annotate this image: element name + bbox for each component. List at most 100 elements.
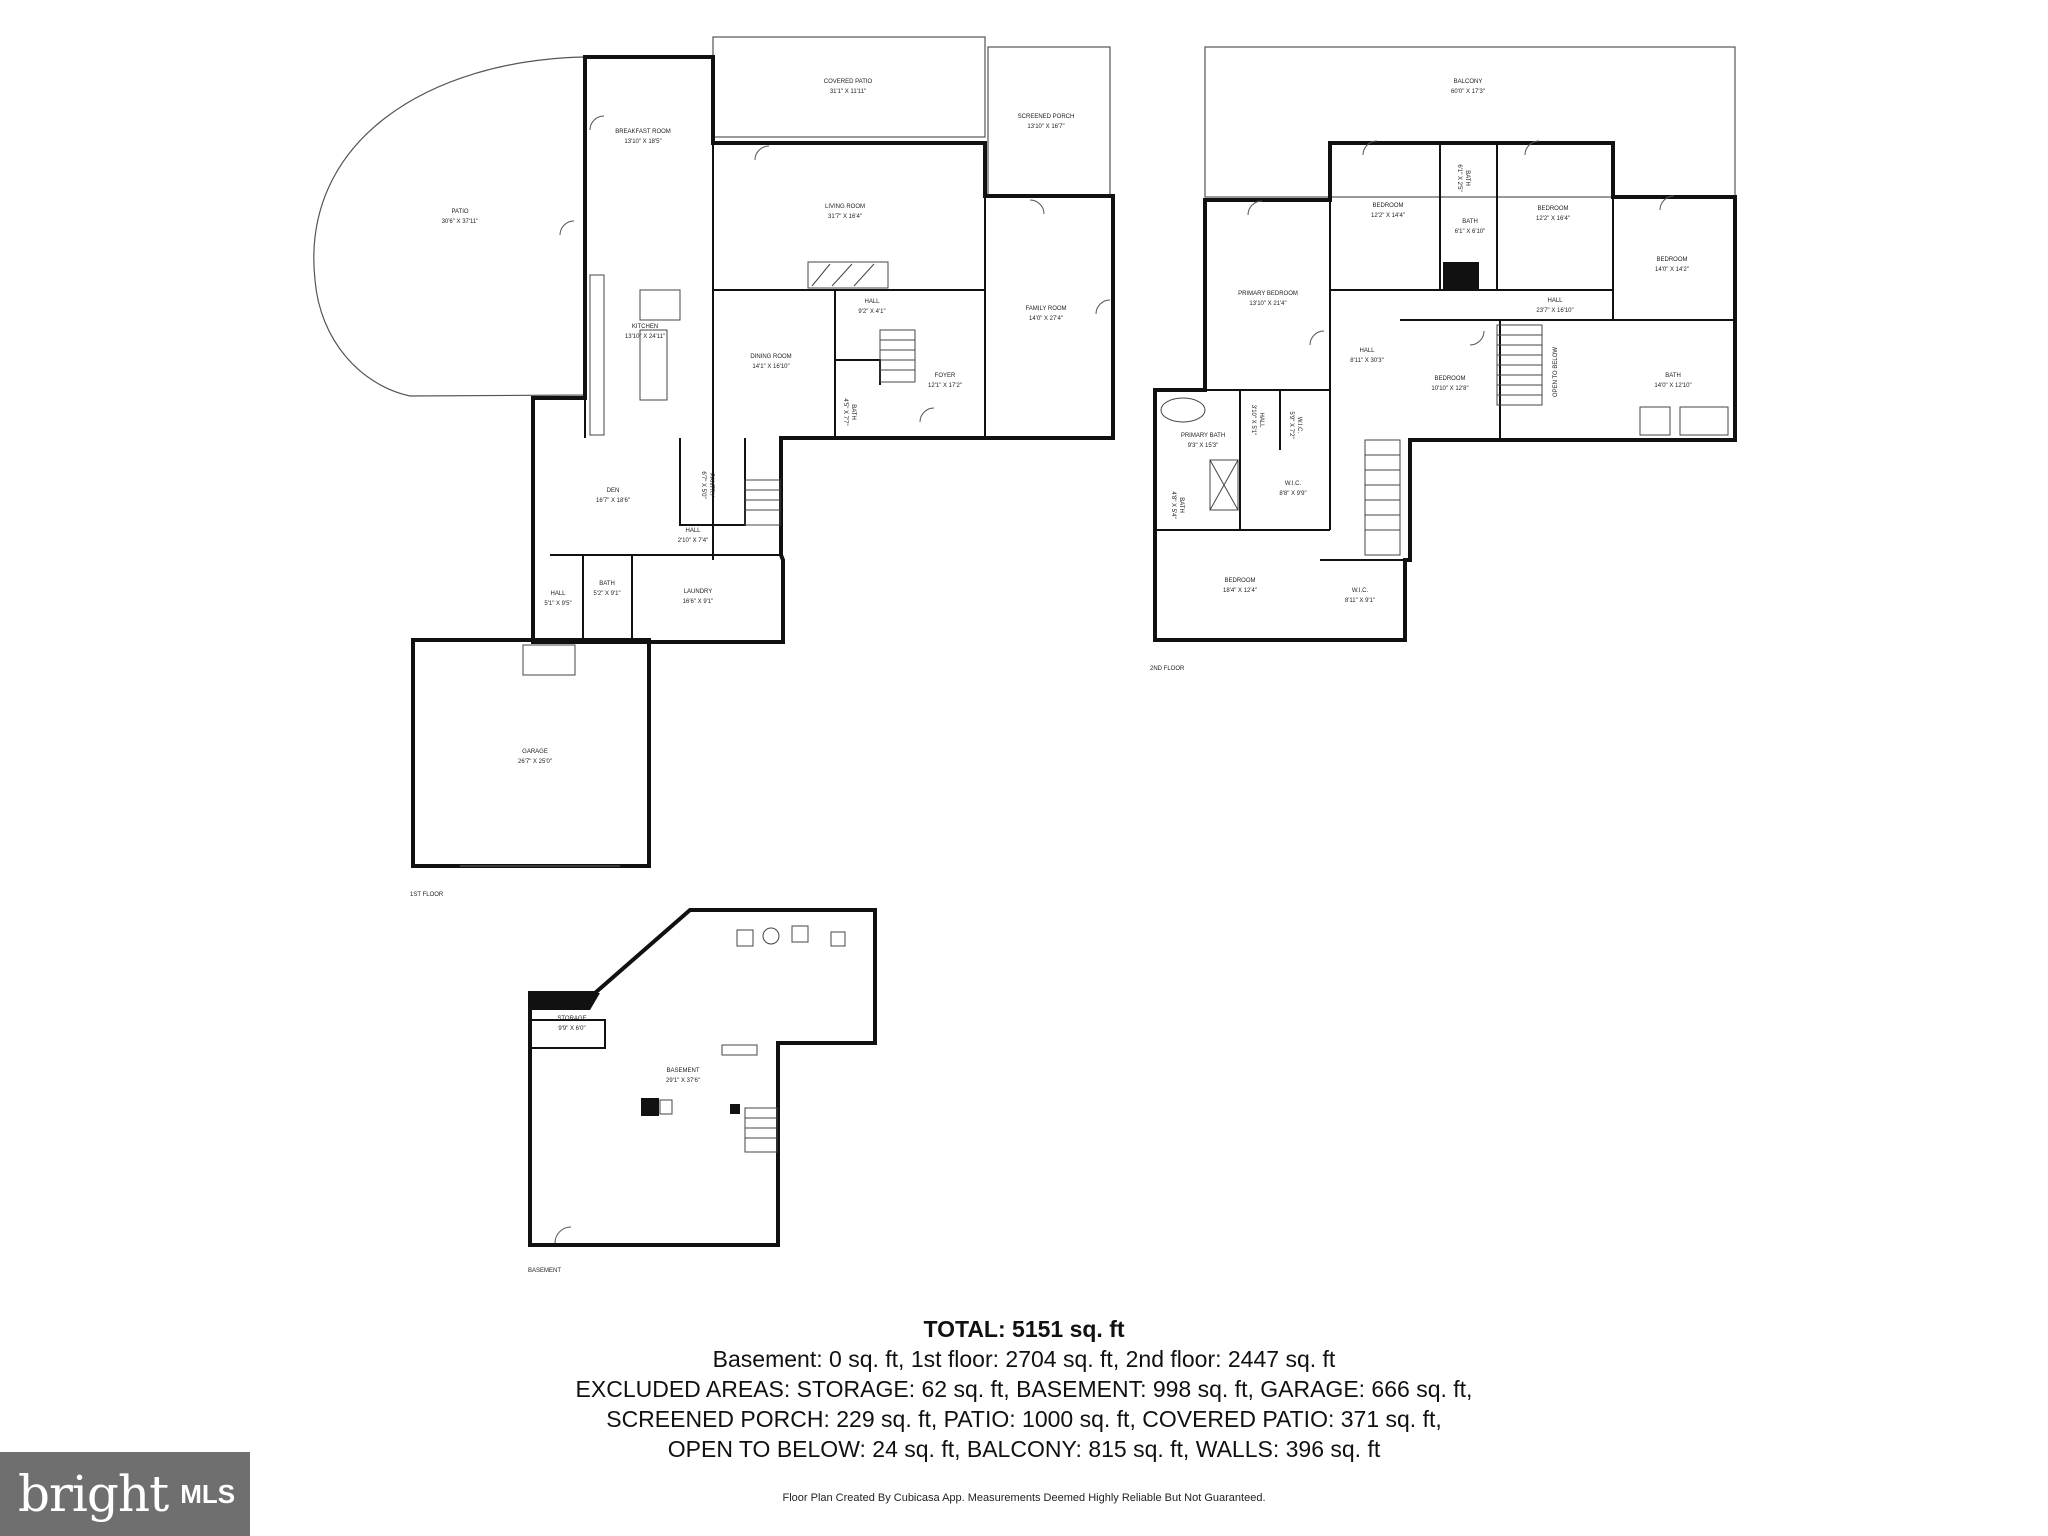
screened-porch-name: SCREENED PORCH (1018, 114, 1075, 120)
hall-c-2-name: HALL (1258, 412, 1264, 428)
screened-porch-outline (987, 46, 1111, 196)
screened-porch-dim: 13'10" X 16'7" (1027, 124, 1064, 130)
breakfast-room-name: BREAKFAST ROOM (615, 129, 671, 135)
hall-b-2-dim: 8'11" X 30'3" (1350, 358, 1383, 364)
living-room-dim: 31'7" X 16'4" (828, 214, 862, 220)
primary-bedroom-dim: 13'10" X 21'4" (1249, 301, 1286, 307)
primary-bedroom-name: PRIMARY BEDROOM (1238, 291, 1298, 297)
bedroom-a-dim: 12'2" X 14'4" (1371, 213, 1405, 219)
basement-box-2 (791, 925, 809, 943)
bedroom-b-dim: 12'2" X 16'4" (1536, 216, 1570, 222)
second-floor-plan: BALCONY 60'0" X 17'3" BEDROOM 12'2" X 14… (1150, 46, 1737, 672)
pantry-name: PANTRY (708, 473, 714, 497)
first-floor-plan: PATIO 30'6" X 37'11" BREAKFAST ROOM 13'1… (313, 36, 1115, 898)
hall-a-dim: 9'2" X 4'1" (858, 309, 885, 315)
pantry-dim: 6'7" X 5'0" (700, 471, 706, 498)
primary-bath-dim: 9'3" X 15'3" (1188, 443, 1219, 449)
bedroom-c-dim: 14'0" X 14'2" (1655, 267, 1689, 273)
kitchen-counter-wall (589, 274, 605, 436)
balcony-outline (1204, 46, 1736, 198)
breakfast-room-dim: 13'10" X 18'5" (624, 139, 661, 145)
hall-a-2-name: HALL (1547, 298, 1563, 304)
basement-dim: 29'1" X 37'6" (666, 1078, 700, 1084)
wic-a-name: W.I.C. (1296, 417, 1302, 434)
patio-outline (313, 56, 586, 397)
bath-d-2-name: BATH (1178, 497, 1184, 513)
bedroom-a-name: BEDROOM (1372, 203, 1403, 209)
basement-walls (528, 908, 877, 1247)
bath-b-2-dim: 6'1" X 6'10" (1455, 229, 1486, 235)
kitchen-island (639, 329, 668, 401)
summary-line-4: OPEN TO BELOW: 24 sq. ft, BALCONY: 815 s… (667, 1436, 1381, 1462)
kitchen-dim: 13'10" X 24'11" (625, 334, 665, 340)
den-name: DEN (607, 488, 620, 494)
bath-a-2-name: BATH (1464, 170, 1470, 186)
family-room-name: FAMILY ROOM (1025, 306, 1066, 312)
disclaimer: Floor Plan Created By Cubicasa App. Meas… (782, 1492, 1266, 1504)
summary-line-1: Basement: 0 sq. ft, 1st floor: 2704 sq. … (712, 1346, 1336, 1372)
basement-furnace (641, 1098, 659, 1116)
bedroom-d-name: BEDROOM (1434, 376, 1465, 382)
garage-dim: 26'7" X 25'0" (518, 759, 552, 765)
total-area: TOTAL: 5151 sq. ft (923, 1316, 1125, 1342)
foyer-name: FOYER (935, 373, 956, 379)
basement-counter (721, 1044, 758, 1056)
wic-c-dim: 8'11" X 9'1" (1345, 598, 1375, 604)
garage-steps (522, 644, 576, 676)
kitchen-name: KITCHEN (632, 324, 658, 330)
wic-b-dim: 8'8" X 9'9" (1279, 491, 1306, 497)
primary-bath-tub (1160, 397, 1206, 423)
open-to-below-name: OPEN TO BELOW (1553, 347, 1559, 397)
dining-room-name: DINING ROOM (750, 354, 791, 360)
basement-label: BASEMENT (528, 1268, 561, 1274)
fireplace (807, 261, 889, 289)
storage-dark-corner (530, 993, 600, 1010)
basement-circle-fixture (762, 927, 780, 945)
storage-name: STORAGE (557, 1016, 586, 1022)
bedroom-c-name: BEDROOM (1656, 257, 1687, 263)
bath-a-dim: 4'5" X 7'7" (842, 398, 848, 425)
laundry-dim: 16'6" X 9'1" (683, 599, 714, 605)
bath-b-name: BATH (599, 581, 615, 587)
second-floor-label: 2ND FLOOR (1150, 666, 1185, 672)
area-summary: TOTAL: 5151 sq. ft Basement: 0 sq. ft, 1… (0, 1314, 2048, 1464)
patio-dim: 30'6" X 37'11" (442, 219, 479, 225)
logo-mls: MLS (180, 1478, 236, 1509)
balcony-name: BALCONY (1454, 79, 1483, 85)
hall-c-name: HALL (550, 591, 566, 597)
primary-bath-name: PRIMARY BATH (1181, 433, 1225, 439)
hall-stairs-2 (1364, 439, 1401, 556)
basement-plan: STORAGE 9'9" X 6'0" BASEMENT 29'1" X 37'… (528, 908, 877, 1274)
basement-box-1 (736, 929, 754, 947)
living-room-name: LIVING ROOM (825, 204, 865, 210)
bedroom-e-dim: 18'4" X 12'4" (1223, 588, 1257, 594)
bath-a-2-dim: 6'1" X 2'5" (1456, 164, 1462, 191)
kitchen-counter (639, 289, 681, 321)
basement-name: BASEMENT (666, 1068, 699, 1074)
first-floor-walls (531, 55, 1115, 644)
wic-a-dim: 5'9" X 7'2" (1288, 411, 1294, 438)
bath-c-tub (1679, 406, 1729, 436)
den-dim: 16'7" X 18'6" (596, 498, 630, 504)
hall-a-name: HALL (864, 299, 880, 305)
hall-b-name: HALL (685, 528, 701, 534)
hall-b-2-name: HALL (1359, 348, 1375, 354)
hall-stairs (744, 479, 781, 526)
covered-patio-outline (712, 36, 986, 138)
hall-b-dim: 2'10" X 7'4" (678, 538, 709, 544)
first-floor-interior-walls (550, 143, 986, 642)
covered-patio-dim: 31'1" X 11'11" (830, 89, 866, 95)
foyer-stairs (879, 329, 916, 383)
basement-stairs (744, 1107, 778, 1153)
basement-box-3 (830, 931, 846, 947)
covered-patio-name: COVERED PATIO (824, 79, 873, 85)
family-room-dim: 14'0" X 27'4" (1029, 316, 1063, 322)
bedroom-d-dim: 10'10" X 12'8" (1431, 386, 1468, 392)
summary-line-3: SCREENED PORCH: 229 sq. ft, PATIO: 1000 … (606, 1406, 1442, 1432)
logo-brand: bright (18, 1465, 169, 1523)
bath-c-2-dim: 14'0" X 12'10" (1654, 383, 1691, 389)
bedroom-b-name: BEDROOM (1537, 206, 1568, 212)
shower (1209, 459, 1239, 511)
storage-dim: 9'9" X 6'0" (558, 1026, 585, 1032)
